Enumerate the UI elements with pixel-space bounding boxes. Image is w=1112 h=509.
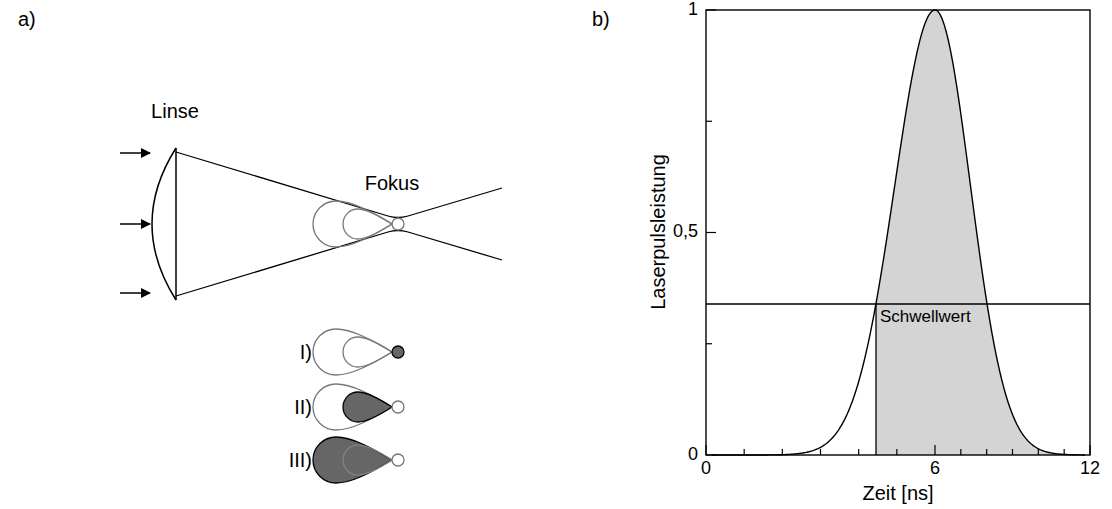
tick <box>706 121 712 122</box>
tick <box>744 449 745 455</box>
axis-title: Laserpulsleistung <box>647 154 669 310</box>
tick <box>782 449 783 455</box>
stage-number: I) <box>300 341 312 363</box>
tick-label: 0 <box>701 459 711 479</box>
beam-arrows <box>120 153 150 293</box>
tick <box>706 232 716 233</box>
plasma-outlines <box>313 201 404 247</box>
lens <box>152 148 176 300</box>
tick <box>1064 449 1065 455</box>
plot-frame <box>706 10 1090 455</box>
tick-label: 1 <box>688 0 698 20</box>
tick <box>1012 449 1013 455</box>
panel-letter: b) <box>592 8 610 30</box>
line-label: Schwellwert <box>880 308 971 327</box>
axis-ticks <box>706 10 1090 455</box>
axis-title: Zeit [ns] <box>862 482 933 504</box>
tick <box>706 9 716 10</box>
tick <box>986 449 987 455</box>
threshold-line <box>706 303 1090 304</box>
tick <box>706 454 716 455</box>
tick <box>706 343 712 344</box>
threshold-marker <box>875 304 876 455</box>
tick <box>820 449 821 455</box>
panel-letter: a) <box>18 8 36 30</box>
stage-three <box>313 437 404 483</box>
tick-label: 0 <box>688 445 698 465</box>
part-name: Linse <box>151 100 199 122</box>
tick-label: 12 <box>1080 459 1100 479</box>
tick <box>896 449 897 455</box>
tick <box>1089 445 1090 455</box>
tick <box>858 449 859 455</box>
tick <box>705 445 706 455</box>
stage-one <box>313 329 404 375</box>
stage-two <box>313 384 404 430</box>
stage-number: II) <box>294 396 312 418</box>
tick <box>960 449 961 455</box>
tick <box>1038 449 1039 455</box>
stage-number: III) <box>289 449 312 471</box>
tick-label: 6 <box>930 459 940 479</box>
tick-label: 0,5 <box>673 222 698 242</box>
area-above-threshold <box>876 10 1085 455</box>
beam <box>176 152 502 296</box>
part-name: Fokus <box>365 172 419 194</box>
pulse-curve <box>712 10 1085 455</box>
tick <box>934 445 935 455</box>
